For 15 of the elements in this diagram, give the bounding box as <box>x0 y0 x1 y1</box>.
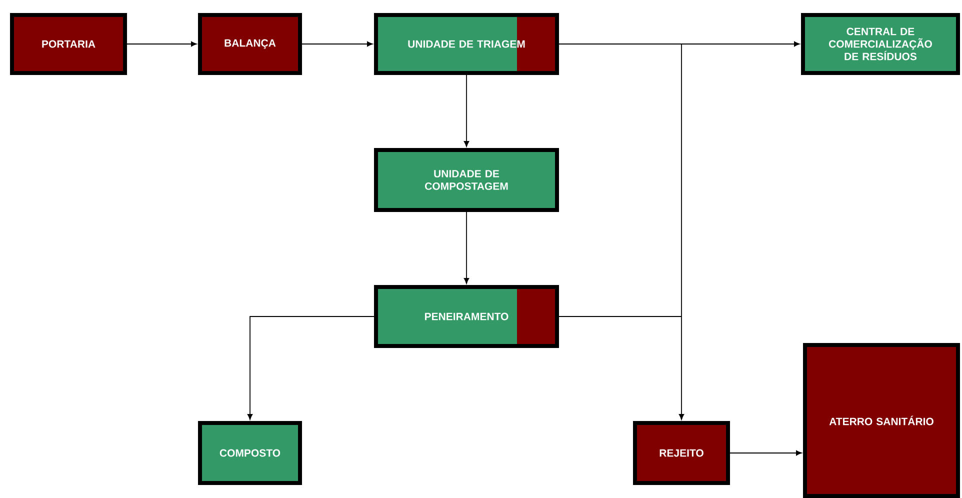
process-box: ATERRO SANITÁRIO <box>803 343 960 498</box>
arrow <box>247 316 374 420</box>
process-box: PENEIRAMENTO <box>374 285 559 348</box>
arrow <box>464 212 470 284</box>
arrow <box>730 450 802 456</box>
arrow <box>302 41 373 47</box>
arrow <box>464 74 470 147</box>
process-box: REJEITO <box>633 421 730 485</box>
process-box: BALANÇA <box>198 13 302 75</box>
process-box: UNIDADE DE COMPOSTAGEM <box>374 148 559 212</box>
arrow <box>126 41 197 47</box>
process-box: PORTARIA <box>10 13 127 75</box>
arrow <box>558 44 684 420</box>
process-box: COMPOSTO <box>198 421 302 485</box>
process-box: CENTRAL DE COMERCIALIZAÇÃO DE RESÍDUOS <box>801 13 960 75</box>
